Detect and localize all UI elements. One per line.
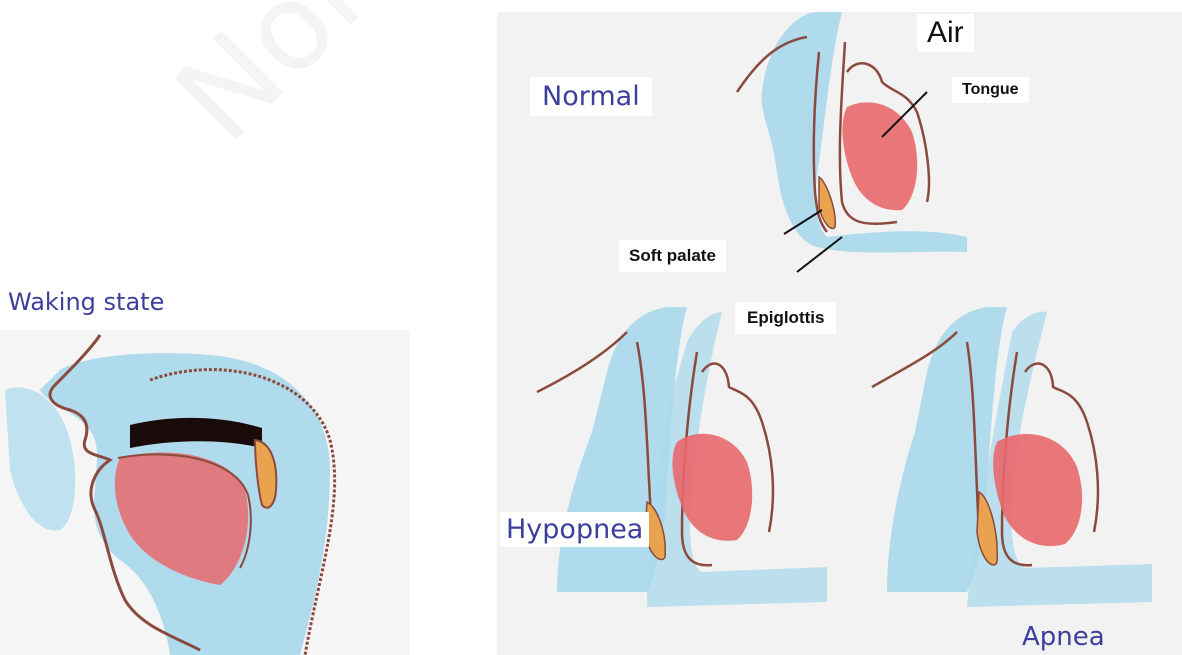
apnea-airway-illustration [872,307,1152,607]
normal-tongue [842,102,917,210]
airway-comparison-panel: Normal Hypopnea Apnea Air Tongue Soft pa… [497,12,1182,655]
waking-state-illustration [0,330,410,655]
waking-state-title: Waking state [8,288,164,316]
apnea-title: Apnea [1022,622,1105,652]
tongue-label: Tongue [952,77,1029,103]
hypopnea-airway-illustration [537,307,827,607]
watermark: Non-co [150,0,547,168]
hypopnea-title: Hypopnea [500,512,649,547]
normal-title: Normal [530,77,652,116]
epiglottis-label: Epiglottis [735,302,836,334]
soft-palate-label: Soft palate [619,240,726,272]
air-label: Air [917,14,974,52]
